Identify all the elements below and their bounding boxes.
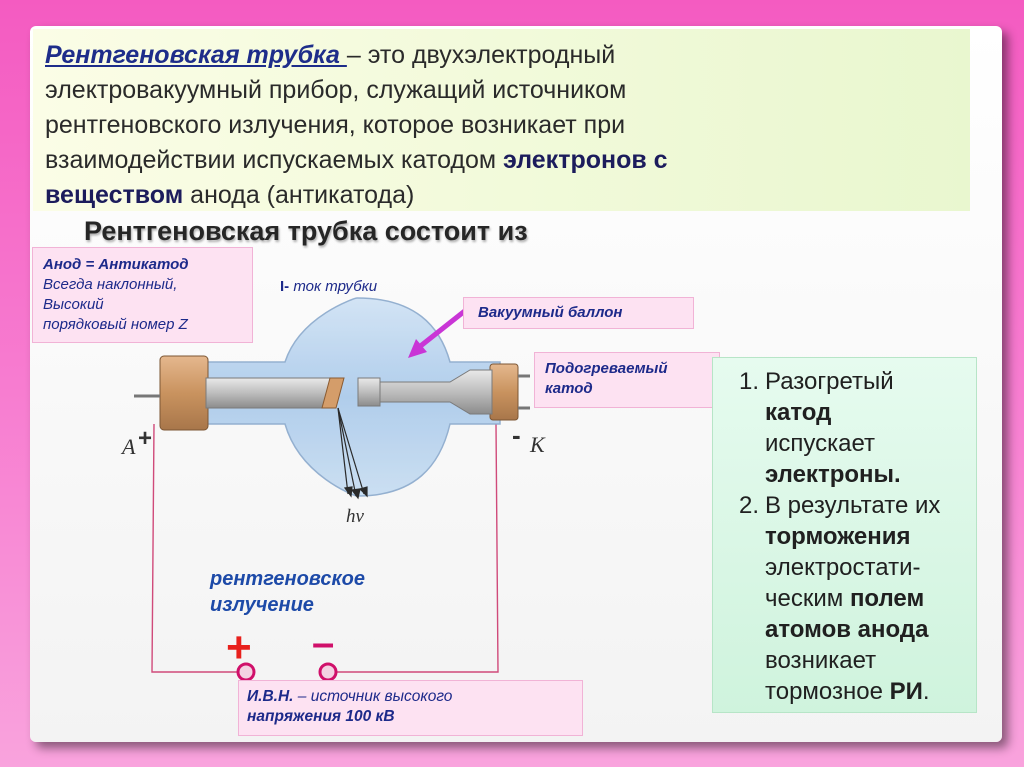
definition-line-5: веществом анода (антикатода) (45, 181, 415, 209)
slide: Рентгеновская трубка – это двухэлектродн… (30, 26, 1002, 742)
tube-current-label: I- ток трубки (280, 278, 378, 295)
power-minus-sign: – (312, 621, 334, 665)
step-1: 1. Разогретый катод испускает электроны. (738, 368, 901, 488)
anode-target (321, 377, 345, 409)
definition-line-1: Рентгеновская трубка – это двухэлектродн… (45, 41, 616, 69)
cathode-letter: K (529, 432, 546, 457)
anode-label: Анод = Антикатод Всегда наклонный, Высок… (32, 247, 253, 343)
vacuum-bulb-label: Вакуумный баллон (463, 297, 694, 329)
power-plus-terminal: + (226, 623, 256, 682)
definition-line-3: рентгеновского излучения, которое возник… (45, 111, 626, 139)
anode-cap (159, 355, 209, 431)
circuit-wire (151, 423, 499, 673)
xray-tube-diagram: A + - K hv + – (120, 297, 546, 682)
cathode-cup (357, 377, 381, 407)
power-source-label: И.В.Н. – источник высокого напряжения 10… (238, 680, 583, 736)
anode-plus-sign: + (138, 425, 152, 452)
vacuum-pointer-arrow (408, 308, 468, 358)
definition-box: Рентгеновская трубка – это двухэлектродн… (33, 29, 970, 211)
anode-letter: A (120, 434, 136, 459)
xray-radiation-label: рентгеновское излучение (210, 568, 365, 616)
xray-emission-arrows (337, 407, 368, 500)
cathode-cap (489, 363, 519, 421)
cathode-stem (379, 369, 493, 415)
definition-line-2: электровакуумный прибор, служащий источн… (45, 76, 627, 104)
cathode-minus-sign: - (512, 420, 521, 450)
definition-term: Рентгеновская трубка (45, 41, 347, 69)
cathode-label: Подогреваемый катод (534, 352, 720, 408)
vacuum-bulb (204, 297, 501, 497)
step-2: 2. В результате их торможения электроста… (738, 492, 941, 705)
process-steps-list: 1. Разогретый катод испускает электроны.… (713, 358, 976, 707)
section-title: Рентгеновская трубка состоит из (84, 216, 528, 246)
power-minus-terminal: – (312, 621, 338, 682)
definition-line-4: взаимодействии испускаемых катодом элект… (45, 146, 668, 174)
photon-label: hv (346, 506, 365, 527)
anode-rod (205, 377, 335, 409)
process-steps-box: 1. Разогретый катод испускает электроны.… (712, 357, 977, 713)
